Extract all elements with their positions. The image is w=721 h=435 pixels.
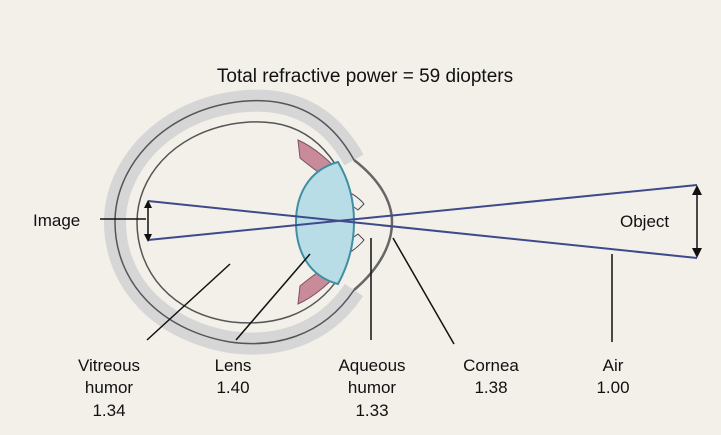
lens-index-value: 1.40 <box>216 378 249 397</box>
cornea-leader <box>392 237 455 345</box>
object-arrow <box>692 185 702 258</box>
cornea-index-value: 1.38 <box>474 378 507 397</box>
light-rays <box>147 184 698 259</box>
ray-lower-image-to-upper-object <box>147 184 698 241</box>
ray-upper-image-to-lower-object <box>147 200 698 259</box>
vitreous-index-value: 1.34 <box>92 401 125 420</box>
air-index-value: 1.00 <box>596 378 629 397</box>
vitreous-humor-label: Vitreous humor 1.34 <box>78 356 140 420</box>
vitreous-label-line2: humor <box>85 378 134 397</box>
air-label: Air 1.00 <box>596 356 629 397</box>
air-label-line1: Air <box>603 356 624 375</box>
cornea-surface <box>353 159 394 291</box>
object-label: Object <box>620 212 669 231</box>
lens-label-line1: Lens <box>215 356 252 375</box>
aqueous-humor-label: Aqueous humor 1.33 <box>338 356 405 420</box>
eyeball <box>103 89 364 355</box>
diagram-title: Total refractive power = 59 diopters <box>217 66 513 87</box>
leader-lines <box>100 218 613 345</box>
vitreous-leader <box>146 263 231 341</box>
cornea-label: Cornea 1.38 <box>463 356 519 397</box>
lens-label: Lens 1.40 <box>215 356 252 397</box>
cornea-label-line1: Cornea <box>463 356 519 375</box>
sclera-inner-edge <box>136 121 341 324</box>
image-arrow <box>144 200 152 242</box>
vitreous-label-line1: Vitreous <box>78 356 140 375</box>
sclera-outer-edge <box>114 99 355 345</box>
aqueous-label-line1: Aqueous <box>338 356 405 375</box>
aqueous-label-line2: humor <box>348 378 397 397</box>
lens-leader <box>235 253 311 341</box>
image-label: Image <box>33 211 80 230</box>
aqueous-index-value: 1.33 <box>355 401 388 420</box>
